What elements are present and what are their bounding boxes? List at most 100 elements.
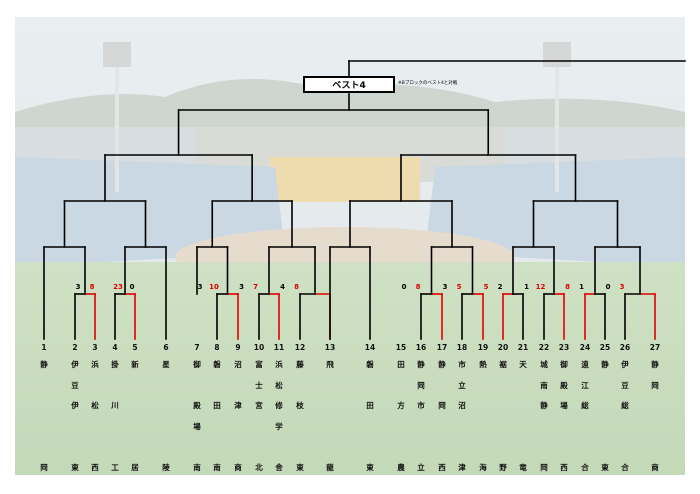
team-number: 27 [649, 343, 661, 352]
team-name-char: 田 [213, 401, 221, 410]
team-name-char: 伊 [71, 360, 79, 369]
team-number: 23 [558, 343, 570, 352]
team-name-char [476, 380, 490, 401]
team-name-char [37, 400, 51, 421]
score-left: 1 [524, 283, 529, 291]
team-name-char [37, 441, 51, 462]
team-number: 25 [599, 343, 611, 352]
team-name-char: 静 [601, 360, 609, 369]
team-name-char: 海 [479, 462, 487, 472]
team-name-char [496, 400, 510, 421]
stadium-background [15, 17, 685, 475]
team-name-char [252, 441, 266, 462]
team-name-char: 立 [417, 462, 425, 472]
team-number: 7 [194, 343, 200, 352]
team-name-char: 市 [417, 401, 425, 410]
score-left: 3 [239, 283, 244, 291]
team-name-char [455, 441, 469, 462]
team-name-char [210, 421, 224, 442]
team-name-char: 新 [131, 360, 139, 369]
team-name-char: 場 [560, 401, 568, 410]
team-name-char: 宮 [255, 401, 263, 410]
team-name-char: 御 [560, 360, 568, 369]
team-number: 24 [579, 343, 591, 352]
team-name-char [414, 421, 428, 442]
team-name-char: 岡 [40, 462, 48, 472]
team-name-char [516, 441, 530, 462]
team-name-char: 飛 [326, 360, 334, 369]
team-name-char [363, 421, 377, 442]
team-number: 18 [456, 343, 468, 352]
team-name-char [159, 380, 173, 401]
team-number: 1 [41, 343, 47, 352]
team-name-char [37, 380, 51, 401]
team-name-char: 農 [397, 462, 405, 472]
team-number: 20 [497, 343, 509, 352]
team-name-char: 岡 [438, 401, 446, 410]
team-name-char: 居 [131, 462, 139, 472]
team-name-char [293, 421, 307, 442]
score-left: 3 [442, 283, 448, 291]
team-name-char: 静 [438, 360, 446, 369]
team-number: 19 [477, 343, 489, 352]
team-name-char [363, 441, 377, 462]
team-name-char [88, 421, 102, 442]
score-left: 3 [75, 283, 81, 291]
team-name-char: 龍 [326, 462, 334, 472]
team-name-char: 東 [601, 462, 609, 472]
score-right: 10 [209, 283, 219, 291]
team-name-char [435, 441, 449, 462]
team-name-char: 東 [366, 462, 374, 472]
team-name-char: 川 [111, 401, 119, 410]
team-name-char [128, 380, 142, 401]
score-right: 8 [415, 283, 421, 291]
team-name-char: 舎 [275, 462, 283, 472]
team-name-char [159, 421, 173, 442]
team-number: 5 [132, 343, 138, 352]
team-number: 4 [112, 343, 118, 352]
team-number: 3 [92, 343, 98, 352]
score-right: 8 [294, 283, 299, 291]
team-name-char [496, 380, 510, 401]
team-name-char [496, 441, 510, 462]
team-name-char [394, 380, 408, 401]
team-name-char: 竜 [519, 462, 527, 472]
team-name-char [578, 441, 592, 462]
team-name-char [159, 400, 173, 421]
team-name-char: 南 [540, 380, 548, 390]
team-name-char [323, 380, 337, 401]
team-name-char [537, 421, 551, 442]
team-name-char: 北 [255, 462, 263, 472]
team-number: 22 [538, 343, 550, 352]
team-name-char [598, 380, 612, 401]
score-left: 8 [565, 283, 570, 291]
team-name-char [108, 380, 122, 401]
team-name-char: 津 [458, 462, 466, 472]
team-name-char [435, 421, 449, 442]
team-name-char: 殿 [560, 380, 568, 390]
team-name-char [648, 421, 662, 442]
team-name-char [37, 421, 51, 442]
best4-label: ベスト4 [332, 81, 366, 91]
team-name-char [598, 400, 612, 421]
team-number: 14 [364, 343, 376, 352]
team-name-char [293, 380, 307, 401]
team-name-char: 磐 [213, 360, 221, 369]
team-name-char: 田 [366, 401, 374, 410]
team-name-char [496, 421, 510, 442]
team-name-char: 浜 [275, 360, 283, 369]
team-name-char: 田 [397, 360, 405, 369]
team-name-char [108, 441, 122, 462]
team-name-char: 星 [162, 360, 170, 369]
